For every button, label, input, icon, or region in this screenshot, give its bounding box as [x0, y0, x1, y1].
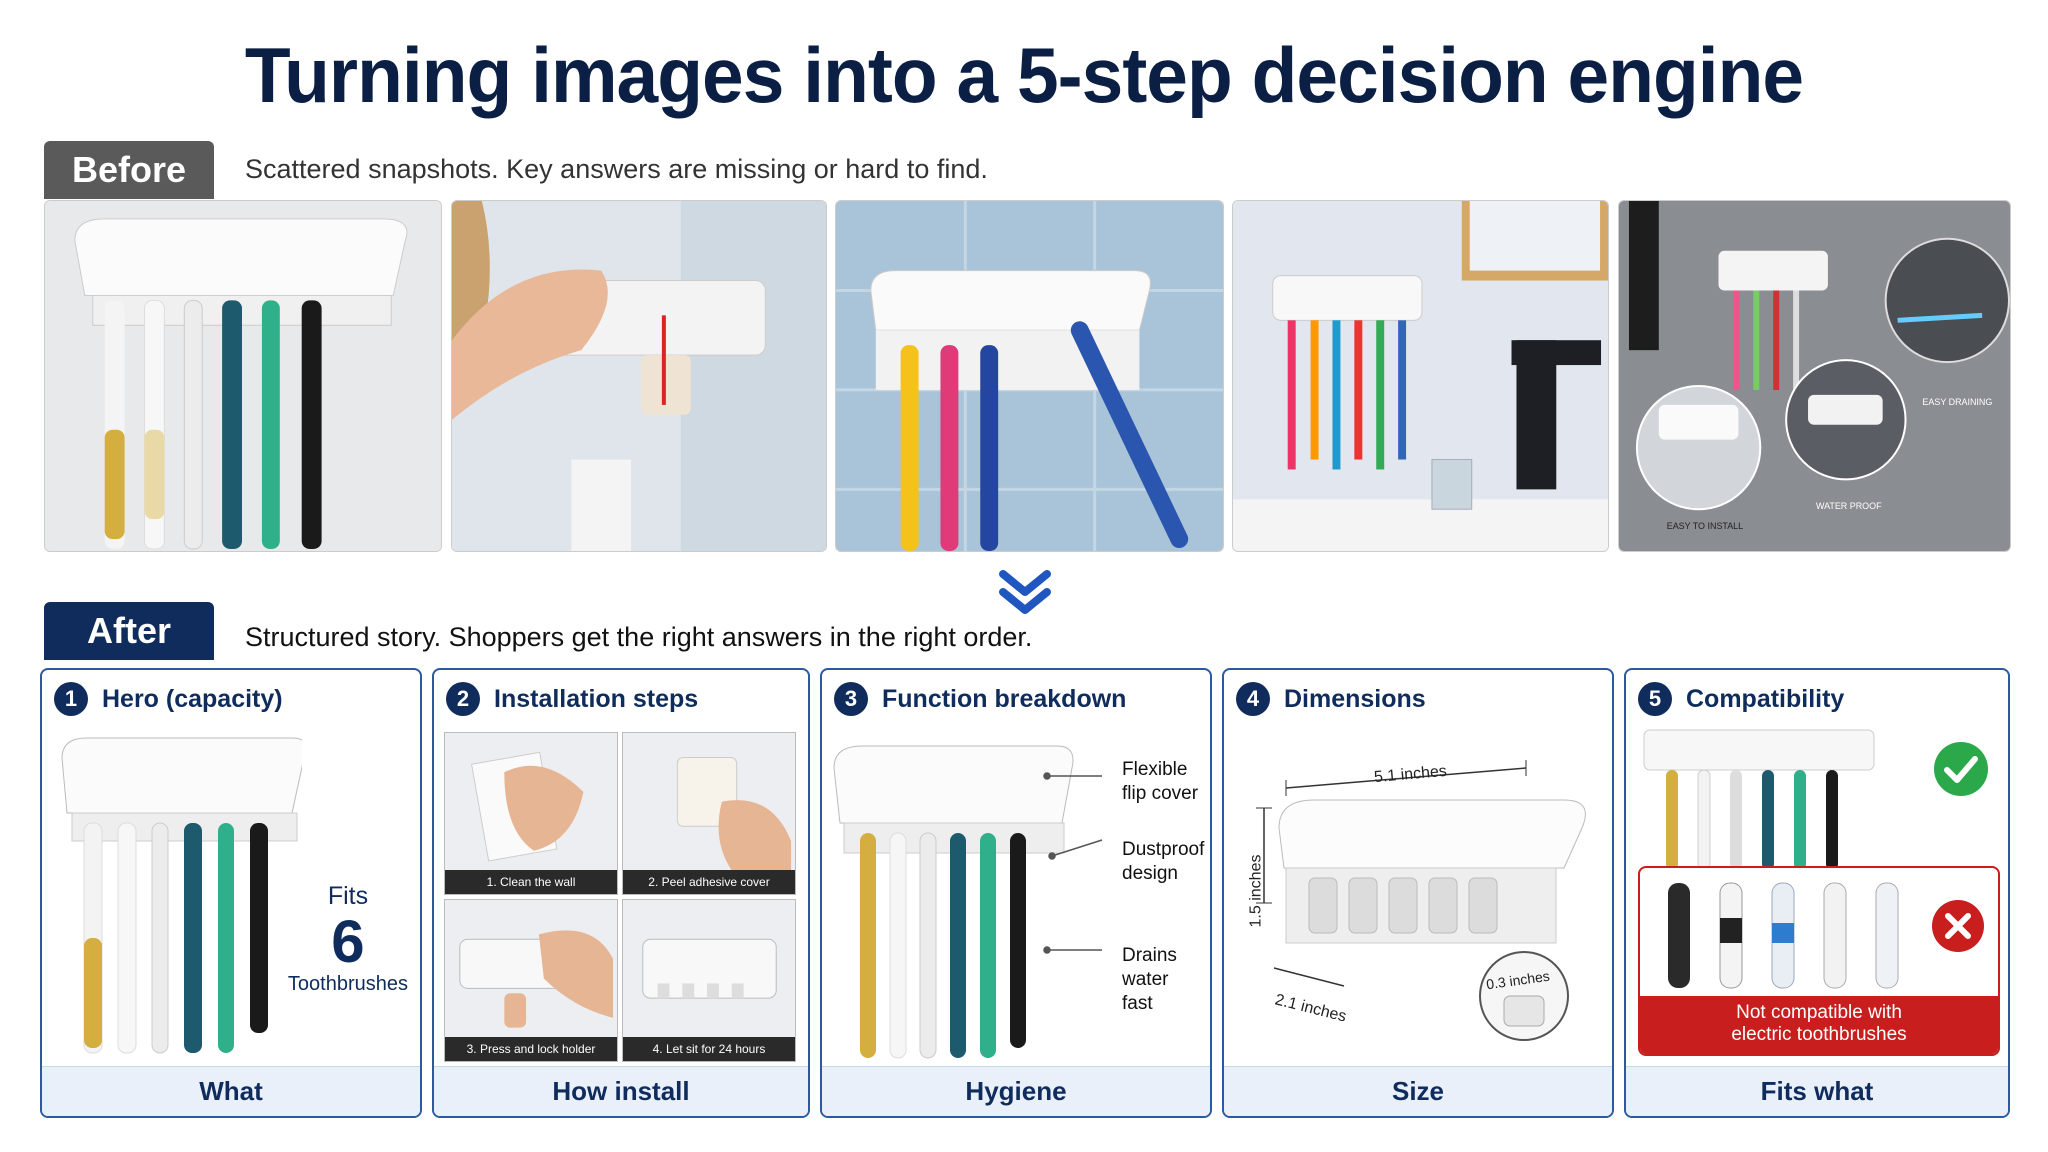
panel-title: Compatibility [1686, 684, 1845, 713]
before-tag: Before [44, 141, 214, 199]
install-step-1: 1. Clean the wall [444, 732, 618, 895]
hand-install-photo [451, 200, 827, 552]
step-number: 1 [54, 682, 88, 716]
after-subtitle: Structured story. Shoppers get the right… [245, 622, 1033, 652]
height-dimension: 1.5 inches [1247, 854, 1265, 928]
install-step-2: 2. Peel adhesive cover [622, 732, 796, 895]
x-icon [1932, 900, 1984, 952]
colorful-brushes-photo [835, 200, 1224, 552]
dimension-drawing [1224, 728, 1612, 1068]
product-photo [44, 200, 442, 552]
panel-function-breakdown: 3 Function breakdown Flexible flip cover… [820, 668, 1212, 1118]
panel-footer: What [42, 1066, 420, 1116]
bathroom-scene-photo [1232, 200, 1609, 552]
compatible-product-image [1626, 728, 2008, 1068]
panel-hero-capacity: 1 Hero (capacity) Fits 6 Toothbrushes Wh… [40, 668, 422, 1118]
install-steps-grid: 1. Clean the wall 2. Peel adhesive cover… [444, 732, 796, 1062]
step-number: 5 [1638, 682, 1672, 716]
callout-flip-cover: Flexible flip cover [1122, 759, 1199, 804]
electric-toothbrushes-image [1668, 882, 1899, 989]
easy-to-install-label: EASY TO INSTALL [1667, 521, 1743, 531]
step-caption: 1. Clean the wall [445, 870, 617, 894]
step-caption: 4. Let sit for 24 hours [623, 1037, 795, 1061]
incompatible-warning: Not compatible with electric toothbrushe… [1640, 996, 1998, 1054]
panel-title: Function breakdown [882, 684, 1127, 713]
water-proof-label: WATER PROOF [1816, 501, 1882, 511]
panel-footer: How install [434, 1066, 808, 1116]
callout-drains: Drains water fast [1122, 945, 1177, 1014]
fits-count: 6 [331, 908, 365, 975]
panel-title: Installation steps [494, 684, 699, 713]
panel-footer: Hygiene [822, 1066, 1210, 1116]
callout-dustproof: Dustproof design [1122, 839, 1205, 884]
fits-unit: Toothbrushes [287, 973, 408, 995]
panel-installation-steps: 2 Installation steps 1. Clean the wall 2… [432, 668, 810, 1118]
before-subtitle: Scattered snapshots. Key answers are mis… [245, 154, 988, 184]
step-number: 4 [1236, 682, 1270, 716]
hero-product-image [42, 728, 420, 1068]
panel-title: Dimensions [1284, 684, 1426, 713]
page-title: Turning images into a 5-step decision en… [244, 31, 1804, 119]
panel-title: Hero (capacity) [102, 684, 283, 713]
capacity-callout: Fits 6 Toothbrushes [288, 882, 408, 996]
feature-collage-photo: EASY DRAINING WATER PROOF EASY TO INSTAL… [1618, 200, 2011, 552]
function-product-image [822, 728, 1210, 1068]
check-icon [1934, 742, 1988, 796]
panel-footer: Fits what [1626, 1066, 2008, 1116]
step-caption: 3. Press and lock holder [445, 1037, 617, 1061]
panel-compatibility: 5 Compatibility [1624, 668, 2010, 1118]
step-number: 3 [834, 682, 868, 716]
install-step-4: 4. Let sit for 24 hours [622, 899, 796, 1062]
incompatible-box: Not compatible with electric toothbrushe… [1638, 866, 2000, 1056]
easy-draining-label: EASY DRAINING [1922, 397, 1992, 407]
step-caption: 2. Peel adhesive cover [623, 870, 795, 894]
panel-dimensions: 4 Dimensions 5.1 inches 1.5 inches 2.1 i… [1222, 668, 1614, 1118]
step-number: 2 [446, 682, 480, 716]
chevron-down-icon [999, 570, 1051, 614]
panel-footer: Size [1224, 1066, 1612, 1116]
fits-label: Fits [327, 882, 369, 910]
after-tag: After [44, 602, 214, 660]
install-step-3: 3. Press and lock holder [444, 899, 618, 1062]
